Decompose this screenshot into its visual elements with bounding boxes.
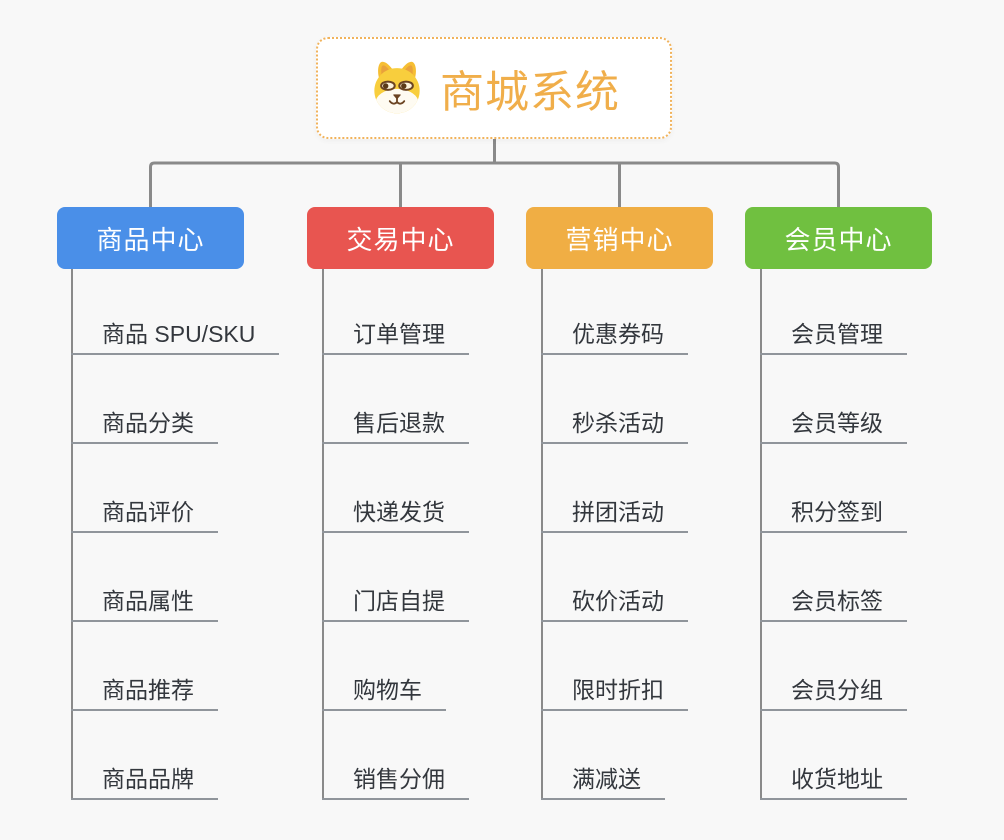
leaf-node[interactable]: 购物车: [322, 675, 446, 711]
leaf-node[interactable]: 商品推荐: [71, 675, 218, 711]
leaf-node[interactable]: 优惠券码: [541, 319, 688, 355]
leaf-node[interactable]: 积分签到: [760, 497, 907, 533]
branch-label: 会员中心: [784, 224, 893, 255]
root-title: 商城系统: [440, 68, 620, 117]
branch-node-trade-center[interactable]: 交易中心: [307, 207, 494, 269]
branch-node-product-center[interactable]: 商品中心: [57, 207, 244, 269]
branch-label: 营销中心: [565, 224, 674, 255]
leaf-node[interactable]: 会员管理: [760, 319, 907, 355]
leaf-node[interactable]: 会员等级: [760, 408, 907, 444]
leaf-node[interactable]: 商品品牌: [71, 764, 218, 800]
leaf-node[interactable]: 秒杀活动: [541, 408, 688, 444]
leaf-node[interactable]: 快递发货: [322, 497, 469, 533]
leaf-node[interactable]: 砍价活动: [541, 586, 688, 622]
leaf-node[interactable]: 售后退款: [322, 408, 469, 444]
leaf-node[interactable]: 满减送: [541, 764, 665, 800]
leaf-node[interactable]: 订单管理: [322, 319, 469, 355]
root-node-mall-system[interactable]: 商城系统: [316, 37, 672, 139]
branch-node-member-center[interactable]: 会员中心: [745, 207, 932, 269]
leaf-node[interactable]: 商品评价: [71, 497, 218, 533]
leaf-node[interactable]: 商品属性: [71, 586, 218, 622]
branch-node-marketing-center[interactable]: 营销中心: [526, 207, 713, 269]
leaf-node[interactable]: 拼团活动: [541, 497, 688, 533]
branch-label: 商品中心: [96, 224, 205, 255]
leaf-node[interactable]: 收货地址: [760, 764, 907, 800]
leaf-node[interactable]: 销售分佣: [322, 764, 469, 800]
leaf-node[interactable]: 会员分组: [760, 675, 907, 711]
leaf-node[interactable]: 会员标签: [760, 586, 907, 622]
leaf-node[interactable]: 商品 SPU/SKU: [71, 319, 280, 355]
branch-label: 交易中心: [346, 224, 455, 255]
leaf-node[interactable]: 门店自提: [322, 586, 469, 622]
leaf-node[interactable]: 商品分类: [71, 408, 218, 444]
leaf-node[interactable]: 限时折扣: [541, 675, 688, 711]
doge-icon: [374, 61, 420, 114]
